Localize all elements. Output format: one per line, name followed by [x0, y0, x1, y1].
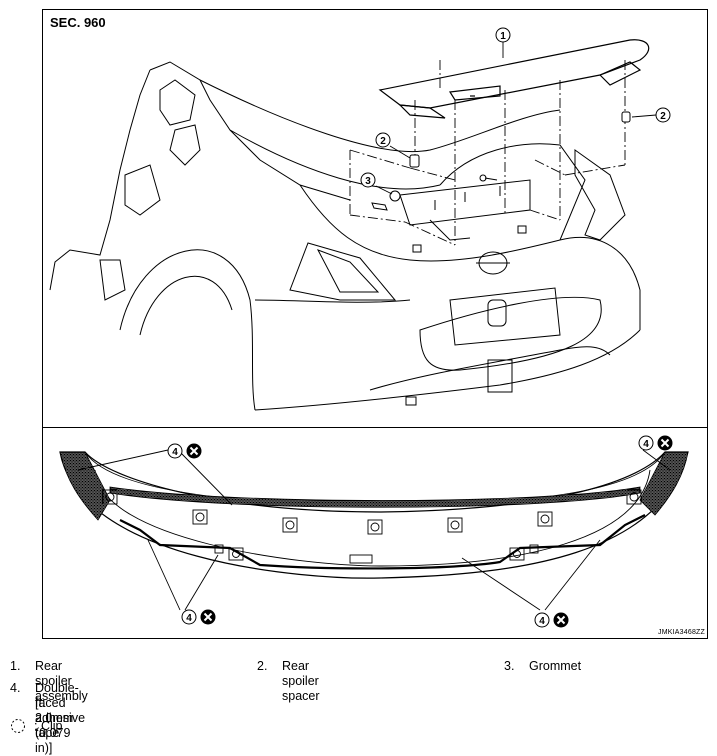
spoiler-underside: [59, 451, 689, 579]
callout-4a: 4: [172, 447, 178, 458]
legend-text-1: Rear spoiler assembly: [35, 659, 88, 703]
upper-leaders: [375, 42, 657, 195]
legend-num-2: 2.: [257, 659, 268, 673]
assembly-lines: [349, 60, 626, 246]
legend-num-4: 4.: [10, 681, 21, 695]
legend-text-2: Rear spoiler spacer: [282, 659, 320, 703]
callout-4c: 4: [186, 613, 192, 624]
callout-circles: [167, 27, 671, 628]
do-not-reuse-markers: [186, 435, 673, 628]
callout-1: 1: [500, 31, 506, 42]
legend-text-3: Grommet: [529, 659, 582, 673]
callout-4d: 4: [539, 616, 545, 627]
callout-3: 3: [365, 176, 371, 187]
clip-symbol-icon: [11, 719, 25, 733]
diagram-frame: [42, 9, 708, 639]
section-label: SEC. 960: [50, 15, 106, 30]
legend-num-1: 1.: [10, 659, 21, 673]
car-body: [49, 61, 641, 411]
callout-4b: 4: [643, 439, 649, 450]
lower-leaders: [77, 449, 671, 611]
clip-legend-label: : Clip: [34, 719, 63, 733]
clip-sockets: [102, 489, 642, 564]
callout-2a: 2: [380, 136, 386, 147]
legend-text-4: Double-faced adhesive tape: [35, 681, 86, 740]
callout-2b: 2: [660, 111, 666, 122]
diagram-code: JMKIA3468ZZ: [658, 629, 705, 636]
adhesive-tape: [59, 451, 689, 521]
rear-spoiler-assembly: [378, 39, 650, 119]
panel-divider: [42, 427, 708, 428]
fasteners: [371, 111, 631, 253]
legend-num-3: 3.: [504, 659, 515, 673]
